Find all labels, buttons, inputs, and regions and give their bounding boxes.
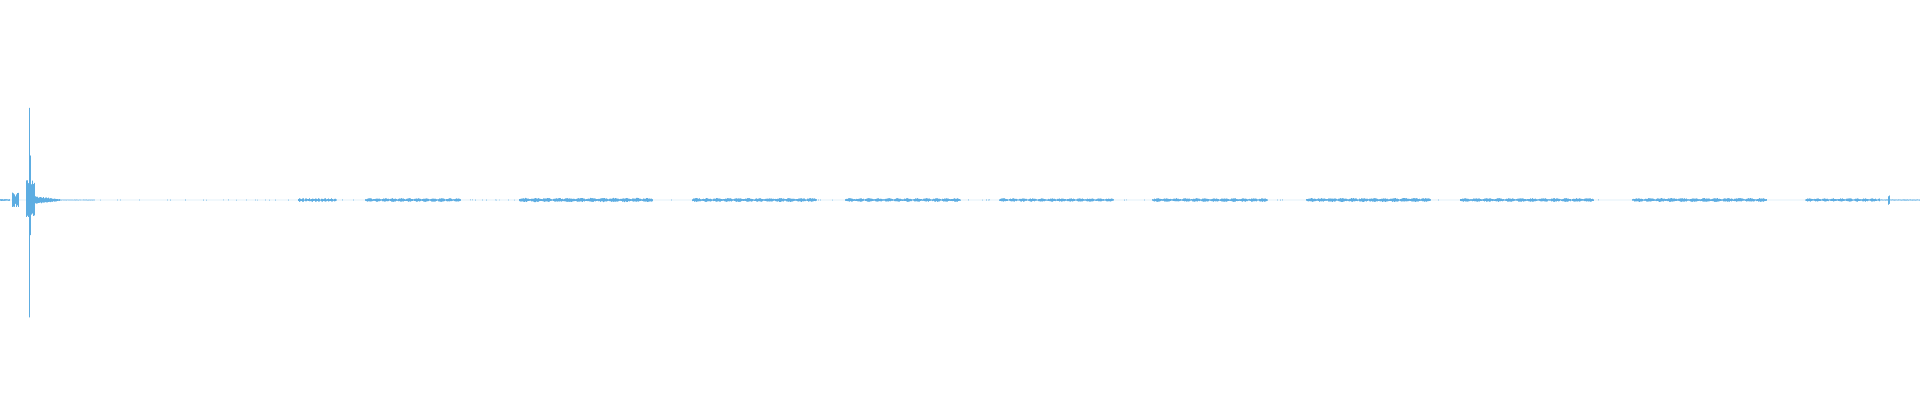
waveform-samples bbox=[0, 107, 1920, 318]
waveform-trace bbox=[0, 107, 1920, 318]
